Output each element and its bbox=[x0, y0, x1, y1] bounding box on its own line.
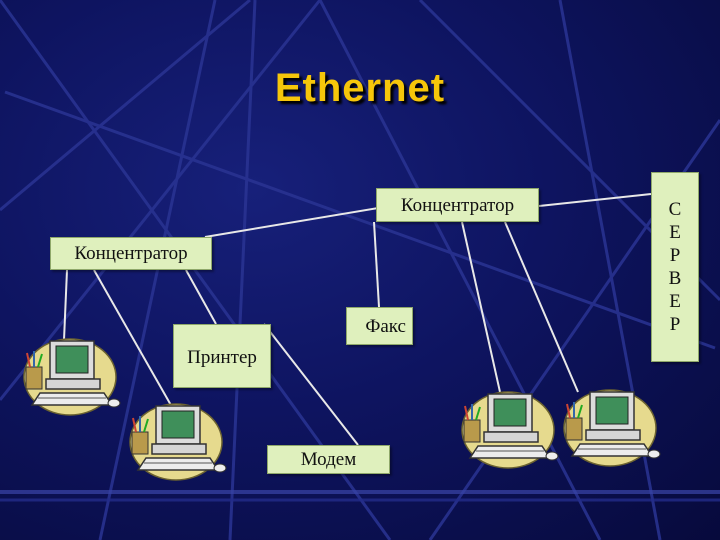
server-letter: Р bbox=[669, 245, 681, 266]
server-letter: В bbox=[668, 268, 682, 289]
modem-node: Модем bbox=[267, 445, 390, 474]
link-hub-to-server bbox=[538, 193, 652, 207]
computer-icon bbox=[563, 389, 661, 467]
computer-icon bbox=[461, 391, 559, 469]
link-hub-to-pc1 bbox=[63, 269, 68, 341]
server-letter: С bbox=[668, 199, 682, 220]
link-hub-to-pc3 bbox=[461, 221, 501, 393]
hub-right-node: Концентратор bbox=[376, 188, 539, 222]
server-letter: Е bbox=[669, 222, 681, 243]
hub-left-node: Концентратор bbox=[50, 237, 212, 270]
server-letter: Р bbox=[669, 314, 681, 335]
computer-icon bbox=[23, 338, 121, 416]
slide-title: Ethernet bbox=[274, 66, 446, 110]
link-hub-to-fax bbox=[373, 221, 380, 308]
link-printer-to-modem bbox=[263, 323, 359, 446]
server-node: С Е Р В Е Р bbox=[651, 172, 699, 362]
link-hub-to-printer bbox=[185, 269, 217, 325]
printer-node: Принтер bbox=[173, 324, 271, 388]
computer-icon bbox=[129, 403, 227, 481]
fax-node: Факс bbox=[346, 307, 413, 345]
link-hub-to-pc4 bbox=[504, 221, 579, 393]
server-letter: Е bbox=[669, 291, 681, 312]
link-hub-to-hub bbox=[204, 205, 391, 238]
link-hub-to-pc2 bbox=[93, 269, 173, 408]
